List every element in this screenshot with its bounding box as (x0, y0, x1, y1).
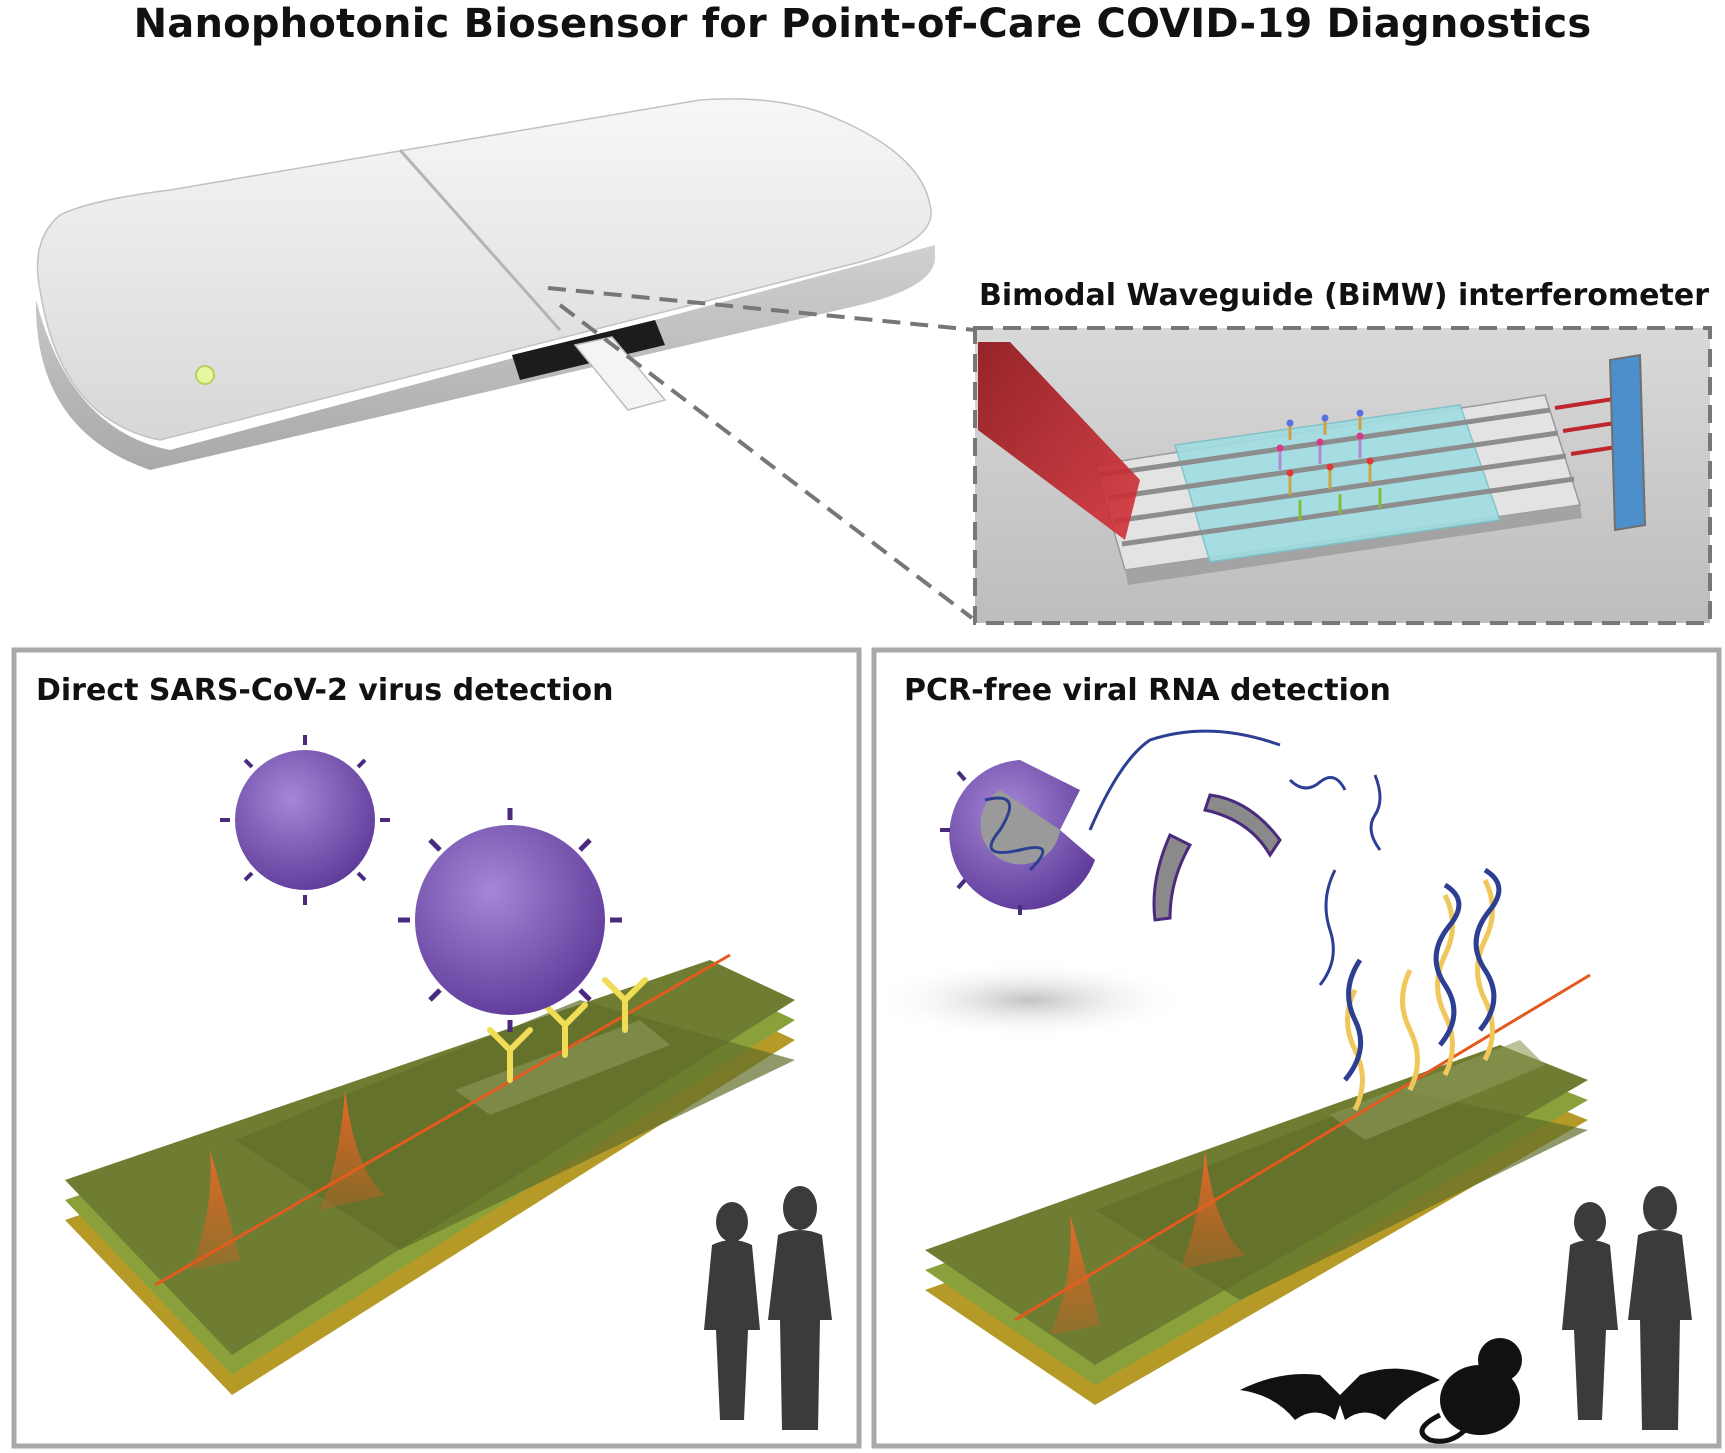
bimw-receptors (1278, 415, 1382, 520)
page-title: Nanophotonic Biosensor for Point-of-Care… (133, 1, 1592, 47)
rat-silhouette (1419, 1338, 1522, 1444)
virus-particle-small (220, 735, 390, 905)
human-silhouettes (704, 1186, 832, 1430)
panel-virus-detection-label: Direct SARS-CoV-2 virus detection (36, 673, 614, 708)
virus-particle-bound (398, 808, 622, 1032)
rna-strands (1088, 729, 1382, 986)
bimw-waveguides (1099, 407, 1575, 547)
panel-rna-detection: PCR-free viral RNA detection (870, 647, 1722, 1449)
lysed-virus (940, 760, 1095, 915)
zoom-connector (547, 286, 976, 620)
bimw-receptor-tips (1286, 409, 1364, 427)
poc-device (35, 98, 936, 470)
dna-probes (1343, 867, 1502, 1112)
device-top (36, 98, 932, 441)
waveguide-core (154, 953, 731, 1287)
device-seam (398, 149, 562, 331)
photodetector (1608, 353, 1647, 532)
light-mode-2 (1180, 1150, 1245, 1270)
sensing-area (455, 1020, 670, 1115)
power-led (195, 365, 215, 385)
test-strip (573, 336, 667, 411)
antibodies (487, 977, 648, 1083)
laser-beam (978, 342, 1140, 540)
bimw-label: Bimodal Waveguide (BiMW) interferometer (979, 278, 1709, 313)
light-mode-1 (1050, 1215, 1100, 1335)
human-silhouettes (1562, 1186, 1692, 1430)
panel-virus-detection: Direct SARS-CoV-2 virus detection (11, 647, 862, 1449)
light-mode-1 (190, 1150, 240, 1270)
sensing-area (1330, 1040, 1545, 1140)
light-mode-2 (320, 1090, 385, 1210)
capsid-fragment (1152, 832, 1193, 922)
capsid-fragment (1203, 793, 1282, 858)
device-side (35, 245, 936, 470)
virus-shadow (870, 960, 1190, 1040)
panel-rna-detection-label: PCR-free viral RNA detection (904, 673, 1391, 708)
bimw-panel (973, 326, 1712, 625)
bat-silhouette (1240, 1368, 1440, 1420)
